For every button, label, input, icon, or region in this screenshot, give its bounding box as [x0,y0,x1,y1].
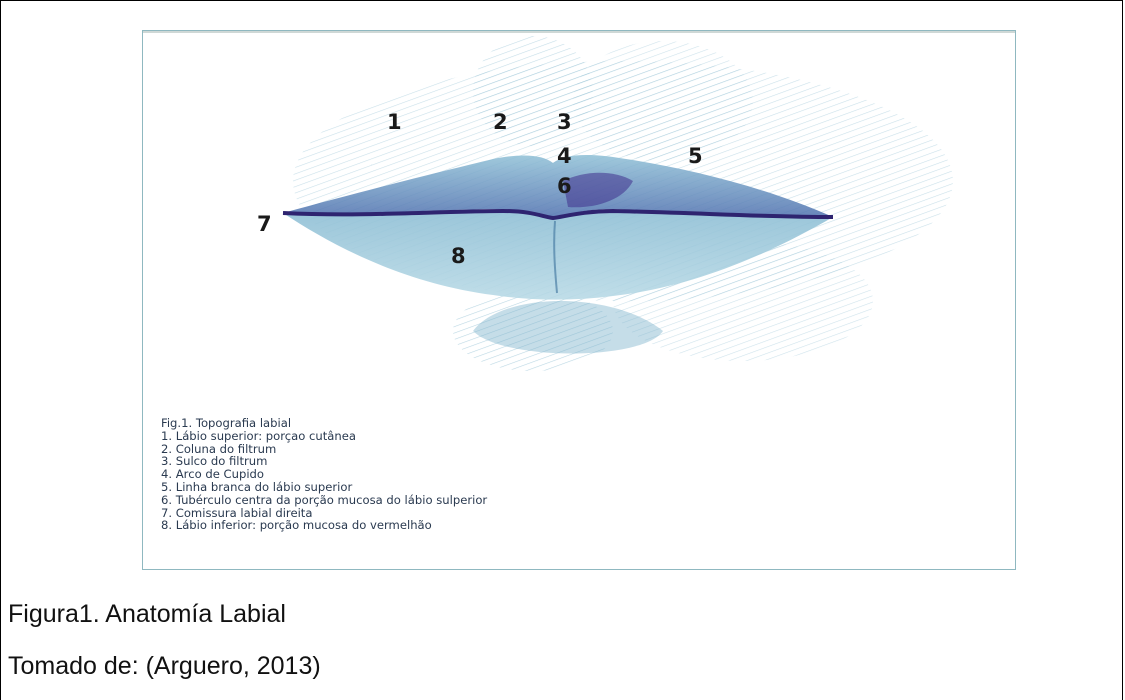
legend-item: 6. Tubérculo centra da porção mucosa do … [161,494,1001,507]
legend-title: Fig.1. Topografia labial [161,417,1001,430]
legend-item: 3. Sulco do filtrum [161,455,1001,468]
figure-legend: Fig.1. Topografia labial 1. Lábio superi… [161,417,1001,532]
label-2: 2 [493,110,508,134]
label-6: 6 [557,174,572,198]
figure-caption: Figura1. Anatomía Labial [8,600,286,629]
label-5: 5 [688,144,703,168]
label-3: 3 [557,110,572,134]
label-8: 8 [451,244,466,268]
legend-item: 8. Lábio inferior: porção mucosa do verm… [161,519,1001,532]
label-4: 4 [557,144,572,168]
legend-item: 5. Linha branca do lábio superior [161,481,1001,494]
lips-illustration: 1 2 3 4 5 6 7 8 [143,31,1015,411]
label-1: 1 [387,110,402,134]
label-7: 7 [257,212,272,236]
legend-item: 2. Coluna do filtrum [161,443,1001,456]
legend-item: 1. Lábio superior: porçao cutânea [161,430,1001,443]
figure-panel: 1 2 3 4 5 6 7 8 Fig.1. Topografia labial… [142,30,1016,570]
